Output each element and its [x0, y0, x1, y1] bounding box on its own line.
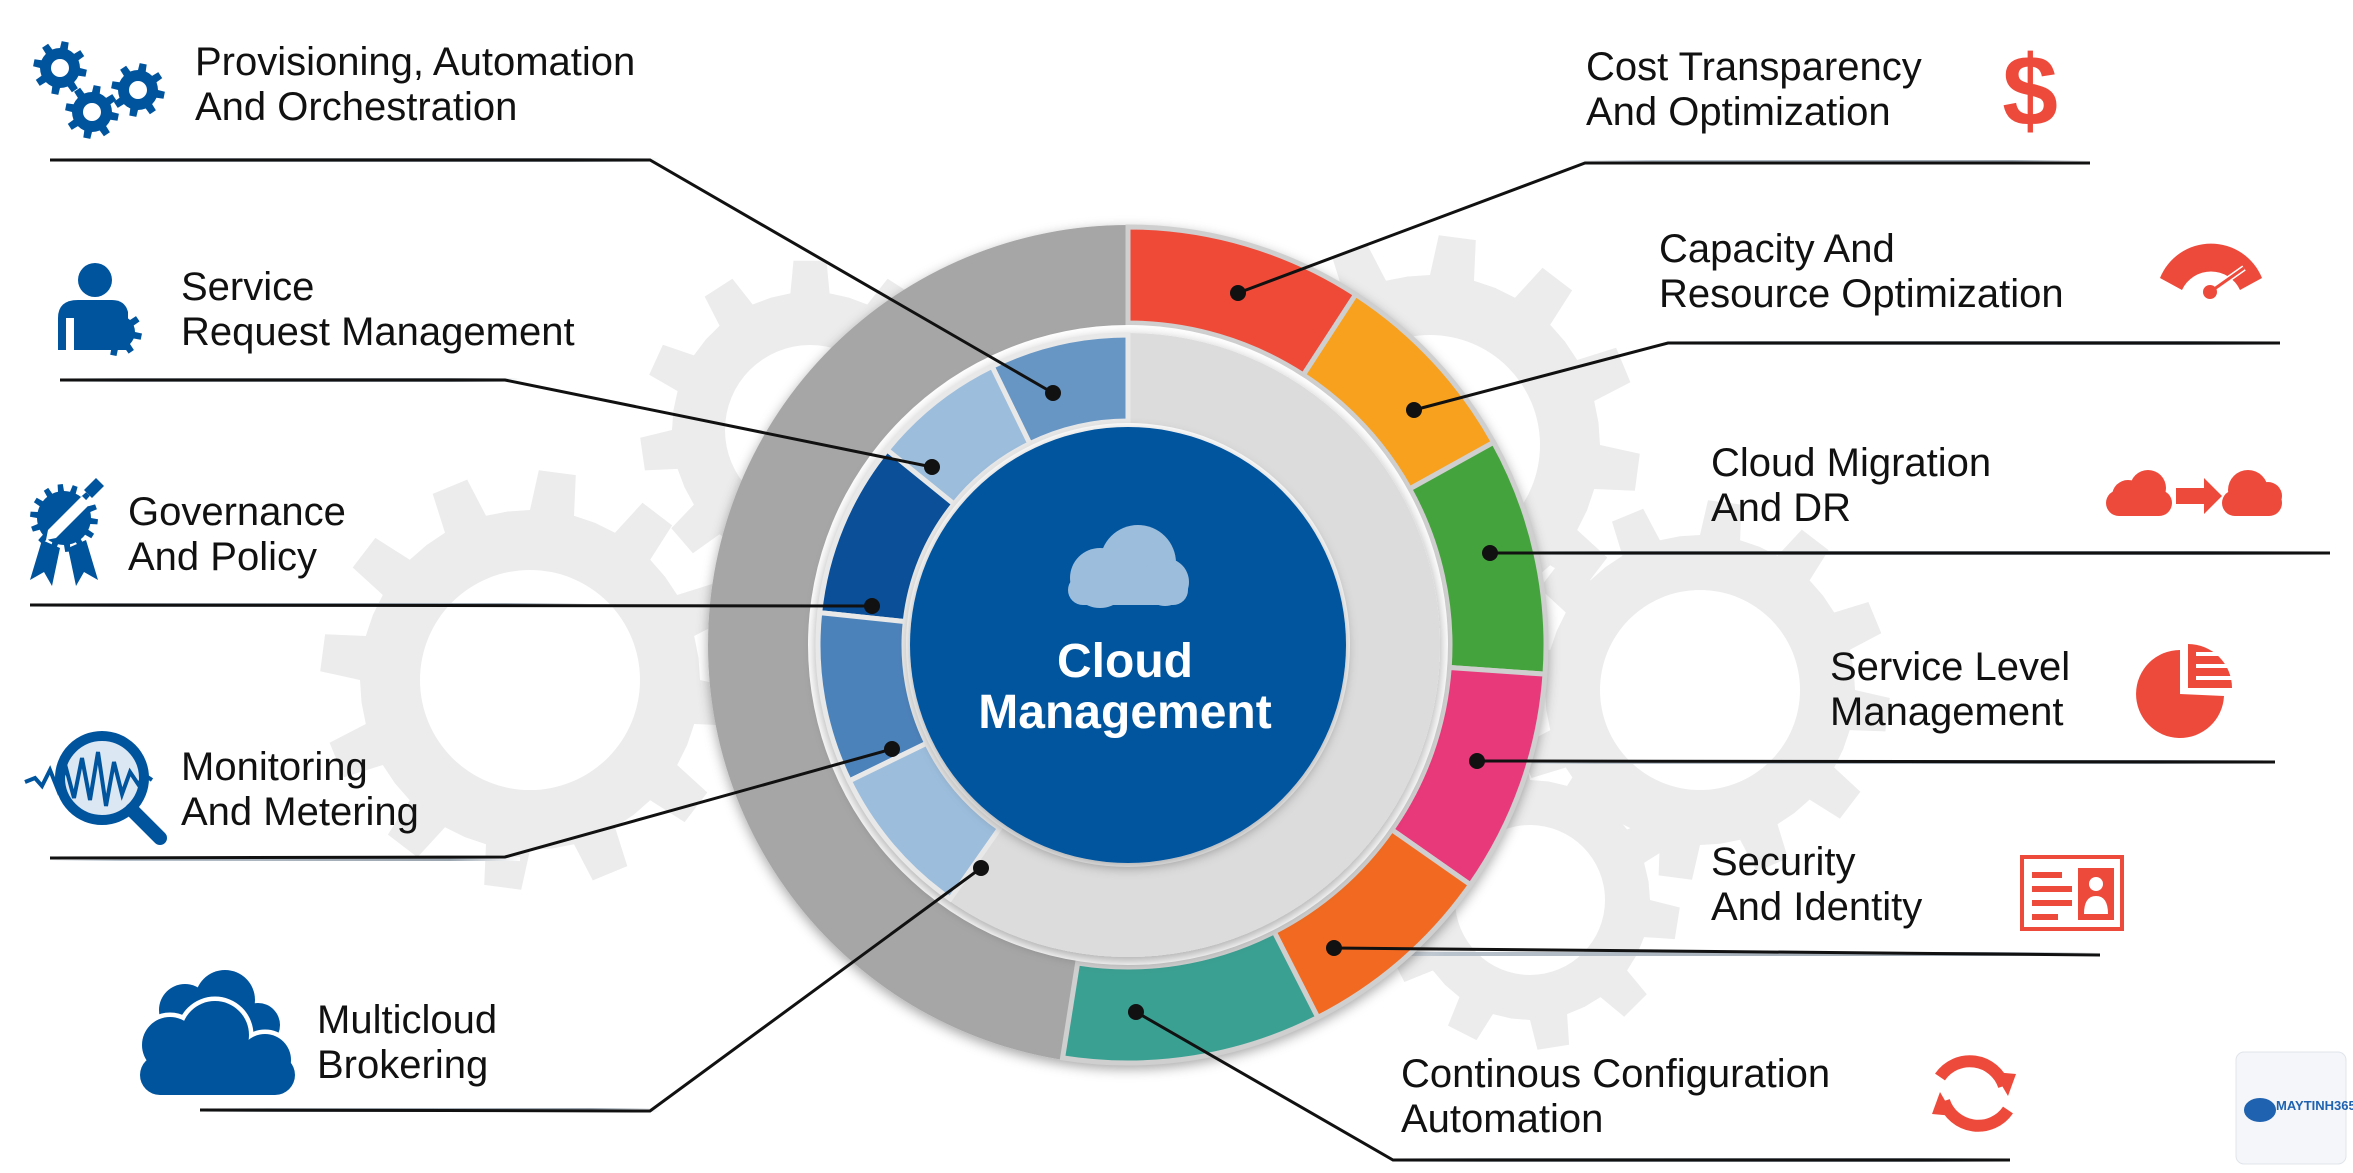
label-capacity-line1: Capacity And [1659, 227, 1895, 271]
label-multicloud: Multicloud Brokering [317, 998, 497, 1087]
pie-chart-icon [2136, 644, 2232, 738]
label-provisioning-line2: And Orchestration [195, 85, 517, 129]
cloud-to-cloud-icon [2106, 470, 2282, 516]
inner-segment-monitoring [815, 609, 931, 785]
cloud-management-wheel: Cloud Management [708, 224, 1549, 1066]
magnifier-waveform-icon [24, 731, 167, 845]
label-monitoring-line1: Monitoring [181, 745, 368, 789]
label-governance-line1: Governance [128, 490, 346, 534]
gauge-icon [2160, 243, 2262, 299]
label-cost-line2: And Optimization [1586, 90, 1891, 134]
label-monitoring: Monitoring And Metering [181, 745, 419, 834]
label-service-level: Service Level Management [1830, 645, 2070, 734]
clouds-icon [137, 970, 296, 1095]
center-title-line1: Cloud [1057, 635, 1193, 688]
connector-dots [864, 285, 1498, 1020]
label-service-level-line2: Management [1830, 690, 2063, 734]
gear-icon [33, 41, 87, 95]
svg-text:$: $ [2002, 35, 2058, 147]
label-provisioning: Provisioning, Automation And Orchestrati… [195, 40, 635, 129]
gear-icon [94, 308, 142, 356]
refresh-arrows-icon [1932, 1055, 2016, 1132]
label-multicloud-line2: Brokering [317, 1043, 488, 1087]
label-service-request-line1: Service [181, 265, 314, 309]
label-configuration-line2: Automation [1401, 1097, 1603, 1141]
dollar-icon: $ [2002, 35, 2058, 147]
gear-icon [65, 85, 119, 139]
label-cost-line1: Cost Transparency [1586, 45, 1922, 89]
center-title-line2: Management [978, 686, 1271, 739]
inner-ring-segments [815, 332, 1131, 903]
label-cloud-migration: Cloud Migration And DR [1711, 441, 1991, 530]
label-configuration-line1: Continous Configuration [1401, 1052, 1830, 1096]
watermark-text: MAYTINH365 [2276, 1098, 2353, 1113]
label-capacity: Capacity And Resource Optimization [1659, 227, 2064, 316]
label-cost-transparency: Cost Transparency And Optimization [1586, 45, 1922, 134]
user-gear-icon [58, 263, 142, 356]
certificate-badge-icon [30, 478, 104, 586]
id-card-icon [2020, 855, 2124, 931]
gears-icon [33, 41, 165, 139]
label-service-request: Service Request Management [181, 265, 575, 354]
label-service-level-line1: Service Level [1830, 645, 2070, 689]
watermark-logo: MAYTINH365 [2235, 1051, 2353, 1165]
connector-lines [29, 158, 2330, 1162]
gear-icon [111, 63, 165, 117]
label-governance-line2: And Policy [128, 535, 317, 579]
label-security-line2: And Identity [1711, 885, 1922, 929]
center-circle [910, 427, 1346, 863]
label-governance: Governance And Policy [128, 490, 346, 579]
outer-segment-configuration [1059, 928, 1322, 1066]
label-migration-line1: Cloud Migration [1711, 441, 1991, 485]
label-security: Security And Identity [1711, 840, 1922, 929]
label-configuration: Continous Configuration Automation [1401, 1052, 1830, 1141]
inner-segment-service-request [883, 363, 1034, 508]
background-gear [320, 470, 740, 890]
cloud-icon [1068, 525, 1189, 608]
label-service-request-line2: Request Management [181, 310, 575, 354]
inner-segment-governance [816, 446, 958, 625]
label-migration-line2: And DR [1711, 486, 1851, 530]
outer-ring-segments [1059, 224, 1549, 1066]
label-monitoring-line2: And Metering [181, 790, 419, 834]
label-capacity-line2: Resource Optimization [1659, 272, 2064, 316]
inner-segment-multicloud [846, 739, 1004, 903]
label-security-line1: Security [1711, 840, 1856, 884]
label-provisioning-line1: Provisioning, Automation [195, 40, 635, 84]
label-multicloud-line1: Multicloud [317, 998, 497, 1042]
